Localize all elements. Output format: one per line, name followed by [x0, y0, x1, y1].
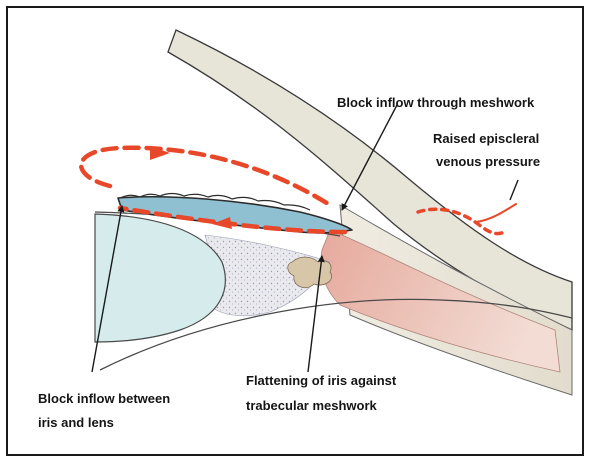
label-block-iris-2: iris and lens — [38, 415, 114, 430]
episcleral-vein-tail — [476, 204, 516, 222]
label-raised-venous-1: Raised episcleral — [433, 131, 539, 146]
label-flattening-2: trabecular meshwork — [246, 398, 378, 413]
label-flattening-1: Flattening of iris against — [246, 373, 397, 388]
label-block-meshwork: Block inflow through meshwork — [337, 95, 535, 110]
label-raised-venous-2: venous pressure — [436, 154, 540, 169]
label-block-iris-1: Block inflow between — [38, 391, 170, 406]
lens — [95, 214, 225, 342]
leader-raised-venous — [510, 180, 518, 200]
